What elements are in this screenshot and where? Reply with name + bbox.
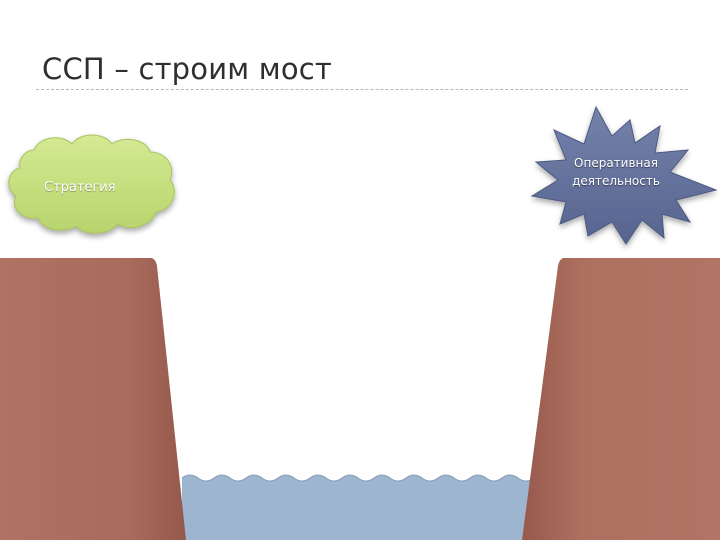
left-cliff [0, 258, 186, 540]
strategy-cloud-shape [8, 134, 175, 234]
title-divider [36, 89, 688, 90]
slide-title: ССП – строим мост [42, 52, 333, 86]
operations-burst-shape [530, 105, 718, 245]
strategy-label: Стратегия [44, 180, 116, 195]
right-cliff [522, 258, 720, 540]
operations-label: Оперативная деятельность [572, 156, 660, 188]
water [182, 475, 534, 540]
water-wave-line [181, 474, 535, 482]
